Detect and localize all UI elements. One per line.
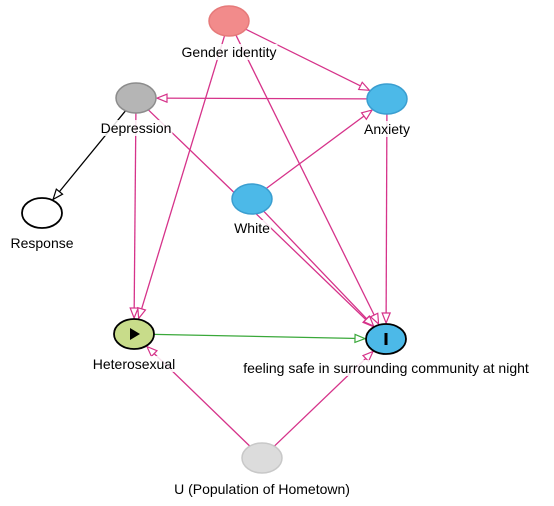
edge-anxiety-to-depression bbox=[157, 98, 368, 99]
edge-gender-to-feeling bbox=[235, 34, 379, 324]
edge-depression-to-hetero bbox=[134, 112, 136, 318]
edge-gender-to-anxiety bbox=[245, 28, 370, 90]
edge-depression-to-feeling bbox=[147, 109, 373, 327]
node-white-label-bg bbox=[233, 220, 272, 236]
node-feeling-safe-label-bg bbox=[242, 360, 530, 376]
node-anxiety[interactable]: Anxiety bbox=[363, 83, 411, 137]
node-u-population-label: U (Population of Hometown) bbox=[174, 481, 350, 497]
node-anxiety-shape[interactable] bbox=[366, 83, 408, 115]
node-feeling-safe-label: feeling safe in surrounding community at… bbox=[243, 360, 529, 376]
node-gender-identity-label-bg bbox=[180, 44, 278, 60]
node-gender-identity-shape[interactable] bbox=[208, 5, 250, 37]
node-white[interactable]: White bbox=[231, 183, 273, 236]
node-depression-shape[interactable] bbox=[115, 82, 157, 114]
bar-icon bbox=[384, 333, 388, 345]
node-depression[interactable]: Depression bbox=[99, 82, 173, 136]
node-heterosexual[interactable]: Heterosexual bbox=[91, 318, 177, 372]
edge-gender-to-hetero bbox=[139, 35, 226, 319]
node-gender-identity[interactable]: Gender identity bbox=[180, 5, 278, 60]
nodes-layer: Gender identity Depression Anxiety Respo… bbox=[9, 5, 530, 497]
node-u-population[interactable]: U (Population of Hometown) bbox=[173, 442, 351, 497]
edges-layer bbox=[53, 28, 387, 447]
node-anxiety-label: Anxiety bbox=[364, 121, 410, 137]
node-response-label-bg bbox=[9, 235, 75, 251]
node-u-population-shape[interactable] bbox=[241, 442, 283, 474]
node-heterosexual-label: Heterosexual bbox=[93, 356, 176, 372]
edge-anxiety-to-feeling bbox=[386, 113, 387, 323]
node-response-shape[interactable] bbox=[21, 197, 63, 229]
edge-hetero-to-feeling bbox=[153, 334, 365, 338]
node-feeling-safe[interactable]: feeling safe in surrounding community at… bbox=[242, 323, 530, 376]
node-anxiety-label-bg bbox=[363, 121, 411, 137]
edge-white-to-anxiety bbox=[265, 110, 372, 190]
node-gender-identity-label: Gender identity bbox=[182, 44, 277, 60]
play-icon bbox=[130, 328, 140, 340]
node-u-population-label-bg bbox=[173, 481, 351, 497]
node-response[interactable]: Response bbox=[9, 197, 75, 251]
node-white-shape[interactable] bbox=[231, 183, 273, 215]
edge-white-to-feeling bbox=[263, 210, 374, 326]
node-heterosexual-label-bg bbox=[91, 356, 177, 372]
node-response-label: Response bbox=[10, 235, 73, 251]
node-depression-label-bg bbox=[99, 120, 173, 136]
node-white-label: White bbox=[234, 220, 270, 236]
node-depression-label: Depression bbox=[101, 120, 172, 136]
